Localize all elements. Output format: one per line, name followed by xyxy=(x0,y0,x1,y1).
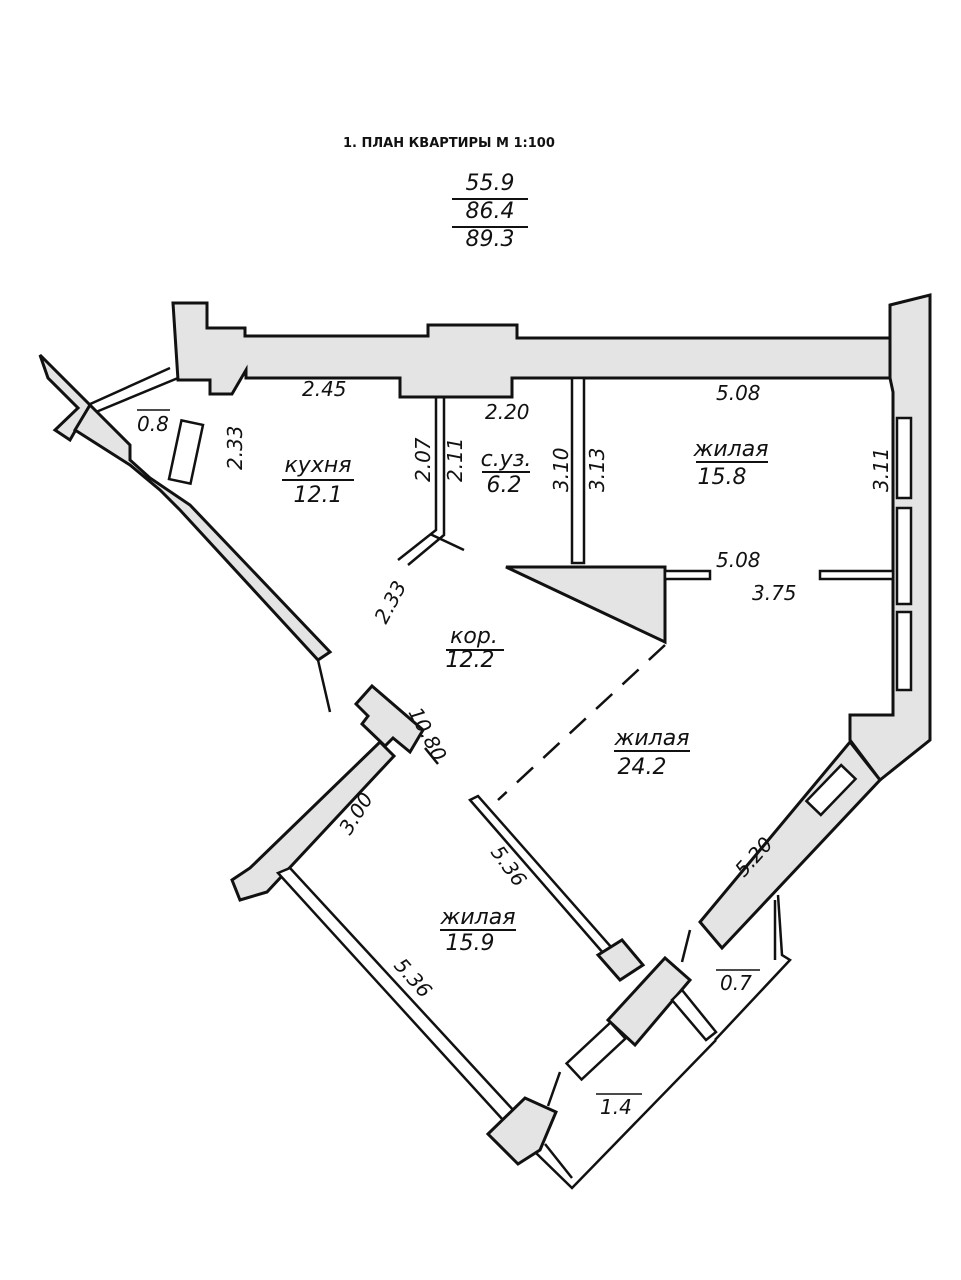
corner-pillar-stub xyxy=(546,1071,562,1107)
living-top-area: 15.8 xyxy=(698,465,747,490)
dim-corridor-side: 2.33 xyxy=(369,577,411,628)
balcony-bottom-rail-inner xyxy=(544,1143,573,1179)
dim-balcony-right: 0.7 xyxy=(720,971,752,995)
living-top-name: жилая xyxy=(693,437,769,462)
dim-bath-depth-3-10: 3.10 xyxy=(549,447,573,492)
dim-bath-depth-3-13: 3.13 xyxy=(585,447,609,492)
living-center-area: 24.2 xyxy=(618,755,667,780)
living-bottom-area: 15.9 xyxy=(446,931,495,956)
total-area-with-balconies-value: 89.3 xyxy=(466,227,515,252)
dim-living-mid-width: 5.08 xyxy=(716,548,761,572)
dim-bath-width: 2.20 xyxy=(485,400,530,424)
living-center-name: жилая xyxy=(614,726,690,751)
bathroom-name: с.уз. xyxy=(481,447,532,472)
balcony-bottom-rail xyxy=(534,1039,717,1190)
kitchen-bath-partition-inner xyxy=(407,398,446,566)
dim-balcony-left: 0.8 xyxy=(137,412,169,436)
bathroom-area: 6.2 xyxy=(487,473,522,498)
bottom-corner-pillar xyxy=(485,1096,558,1166)
dim-living-mid-offset: 3.75 xyxy=(752,581,797,605)
corridor-area: 12.2 xyxy=(446,648,495,673)
dim-partition-2-07: 2.07 xyxy=(411,437,435,482)
bath-door-stop xyxy=(429,532,465,552)
window-bottom-left xyxy=(564,1020,628,1082)
balcony-right-rail xyxy=(714,894,792,1041)
loggia-rail-left-inner xyxy=(95,376,179,414)
inner-wall-stub xyxy=(424,747,439,765)
bottom-pillar-main xyxy=(605,955,693,1048)
bottom-pillar-upper xyxy=(595,938,646,982)
plan-title: 1. ПЛАН КВАРТИРЫ М 1:100 xyxy=(343,136,555,151)
pillar-stub xyxy=(680,929,692,963)
bottom-right-diagonal-wall xyxy=(698,739,882,951)
triangular-pillar xyxy=(505,565,667,645)
dim-partition-2-11: 2.11 xyxy=(443,437,467,482)
window-right-2 xyxy=(895,506,913,606)
top-exterior-wall xyxy=(171,301,892,399)
window-right-1 xyxy=(895,416,913,500)
dim-kitchen-width: 2.45 xyxy=(302,377,347,401)
dim-kitchen-side: 2.33 xyxy=(223,425,247,470)
ventilation-shaft xyxy=(167,418,205,486)
dim-living-top-width: 5.08 xyxy=(716,381,761,405)
total-area-value: 86.4 xyxy=(466,199,515,224)
kitchen-name: кухня xyxy=(285,453,352,478)
zone-dashed-line xyxy=(497,644,666,801)
window-right-3 xyxy=(895,610,913,692)
dim-living-top-depth: 3.11 xyxy=(869,447,893,492)
dim-balcony-bottom: 1.4 xyxy=(600,1095,632,1119)
kitchen-bath-partition xyxy=(397,398,438,561)
window-bottom-right xyxy=(804,763,858,817)
loggia-rail-left xyxy=(87,366,171,407)
partition-stub-right xyxy=(818,569,895,581)
bottom-pillar-rail xyxy=(670,988,718,1042)
partition-stub-center xyxy=(663,569,712,581)
left-diagonal-wall xyxy=(72,402,333,662)
bottom-left-diagonal-wall xyxy=(230,739,397,902)
kitchen-area: 12.1 xyxy=(294,483,343,508)
living-area-value: 55.9 xyxy=(466,171,515,196)
living-bottom-name: жилая xyxy=(440,905,516,930)
left-wall-end xyxy=(316,659,332,713)
bath-living-partition xyxy=(570,376,586,565)
corridor-name: кор. xyxy=(450,624,498,649)
